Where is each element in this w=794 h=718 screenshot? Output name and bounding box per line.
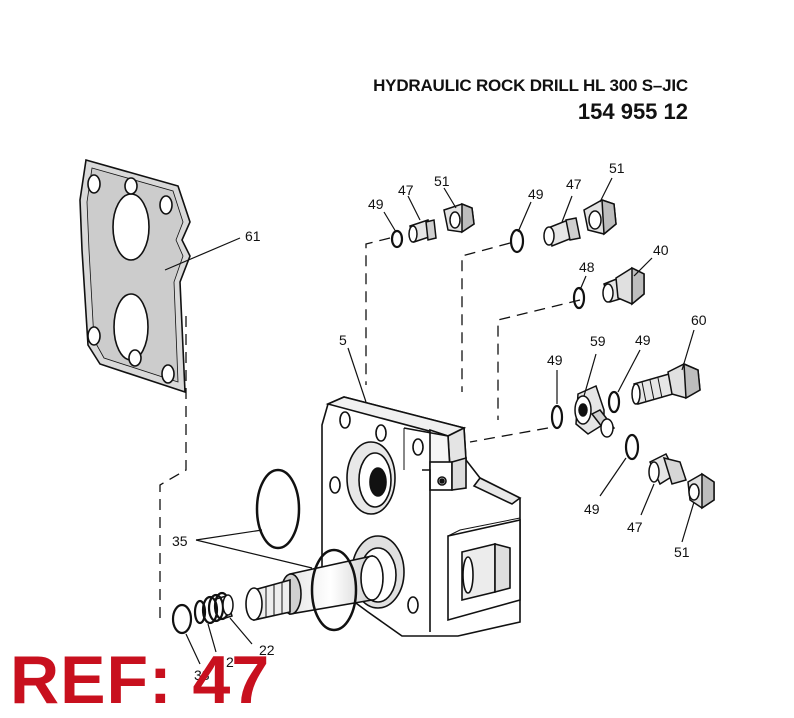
o-ring-35-small	[310, 548, 358, 632]
callout-48: 48	[579, 259, 595, 275]
callout-49-mid-right: 49	[635, 332, 651, 348]
callout-22: 22	[259, 642, 275, 658]
part-number: 154 955 12	[577, 99, 688, 124]
assembly-dash-lines	[159, 237, 581, 622]
diagram-title: HYDRAULIC ROCK DRILL HL 300 S–JIC	[373, 76, 688, 95]
seal-stack	[193, 591, 234, 625]
callout-61: 61	[245, 228, 261, 244]
plug-40-group	[572, 266, 645, 310]
leader-lines	[164, 177, 695, 665]
drive-shaft	[245, 555, 384, 621]
reference-label: REF: 47	[10, 642, 271, 718]
callout-5: 5	[339, 332, 347, 348]
callout-47-lower: 47	[627, 519, 643, 535]
callout-49-lower: 49	[584, 501, 600, 517]
fitting-group-right	[509, 198, 617, 254]
callout-59: 59	[590, 333, 606, 349]
callout-60: 60	[691, 312, 707, 328]
callout-40: 40	[653, 242, 669, 258]
banjo-group	[550, 362, 701, 438]
gasket-plate	[79, 158, 191, 394]
fitting-group-lower	[624, 433, 715, 510]
callout-51-lower: 51	[674, 544, 690, 560]
o-ring-38	[171, 603, 193, 635]
callout-51-top-left: 51	[434, 173, 450, 189]
callout-47-top-left: 47	[398, 182, 414, 198]
callout-labels: 61 5 49 47 51 49 47 51 48 40 60 49 59 49…	[172, 160, 707, 683]
callout-51-top-right: 51	[609, 160, 625, 176]
callout-2: 2	[226, 654, 234, 670]
callout-47-top-right: 47	[566, 176, 582, 192]
callout-49-top-right: 49	[528, 186, 544, 202]
callout-38: 38	[194, 667, 210, 683]
fitting-group-left	[390, 202, 475, 249]
callout-49-mid-left: 49	[547, 352, 563, 368]
o-ring-35-large	[255, 468, 301, 550]
callout-49-top-left: 49	[368, 196, 384, 212]
callout-35: 35	[172, 533, 188, 549]
